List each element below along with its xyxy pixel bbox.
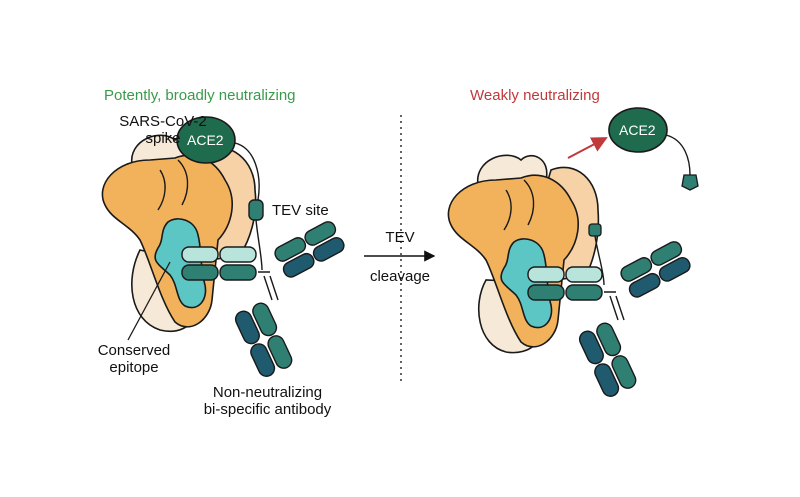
antibody-fc — [578, 322, 637, 397]
linker — [234, 142, 260, 201]
epitope-label-line2: epitope — [109, 359, 159, 376]
spike-inner-detail — [157, 169, 166, 211]
fab-domain — [219, 246, 257, 263]
epitope-label-line1: Conserved — [97, 342, 171, 359]
tev-fragment — [681, 174, 699, 191]
tev-cleavage-label: TEV cleavage — [360, 229, 440, 285]
release-arrow — [567, 137, 608, 159]
fab-domain — [219, 264, 257, 281]
antibody-fc — [234, 302, 293, 377]
antibody-arm-upper — [620, 241, 691, 298]
hinge — [604, 291, 625, 321]
fab-domain — [181, 246, 219, 263]
fab-domain — [527, 284, 565, 301]
ace2-released-shape — [608, 107, 668, 153]
epitope-label: Conserved epitope — [84, 342, 184, 376]
tev-cleavage-line2: cleavage — [369, 268, 431, 285]
tev-stub — [588, 223, 602, 237]
hinge — [258, 271, 279, 301]
antibody-label: Non-neutralizing bi-specific antibody — [180, 384, 355, 418]
antibody-arm-upper — [274, 221, 345, 278]
linker — [594, 235, 605, 286]
tev-site-shape — [248, 199, 264, 221]
tev-cleavage-line1: TEV — [385, 229, 415, 246]
spike-label-line2: spike — [145, 130, 181, 147]
left-complex — [101, 116, 345, 377]
fab-domain — [565, 266, 603, 283]
tev-site-label: TEV site — [272, 202, 329, 219]
right-panel-title: Weakly neutralizing — [470, 87, 600, 104]
spike-inner-detail — [503, 189, 512, 231]
fab-domain — [565, 284, 603, 301]
conserved-epitope-shape — [154, 218, 207, 309]
fab-domain — [527, 266, 565, 283]
ace2-released-label: ACE2 — [619, 122, 656, 138]
spike-label: SARS-CoV-2 spike — [108, 113, 218, 147]
linker — [255, 219, 263, 271]
spike-inner-detail — [177, 159, 189, 206]
ace2-label: ACE2 — [187, 132, 224, 148]
left-panel-title: Potently, broadly neutralizing — [104, 87, 296, 104]
antibody-label-line2: bi-specific antibody — [203, 401, 332, 418]
ace2-shape — [176, 116, 236, 164]
linker — [665, 134, 691, 176]
right-complex — [447, 107, 699, 397]
spike-label-line1: SARS-CoV-2 — [119, 113, 207, 130]
spike-inner-detail — [523, 179, 535, 226]
antibody-label-line1: Non-neutralizing — [212, 384, 323, 401]
conserved-epitope-shape — [500, 238, 553, 329]
fab-domain — [181, 264, 219, 281]
epitope-leader-line — [127, 261, 171, 341]
